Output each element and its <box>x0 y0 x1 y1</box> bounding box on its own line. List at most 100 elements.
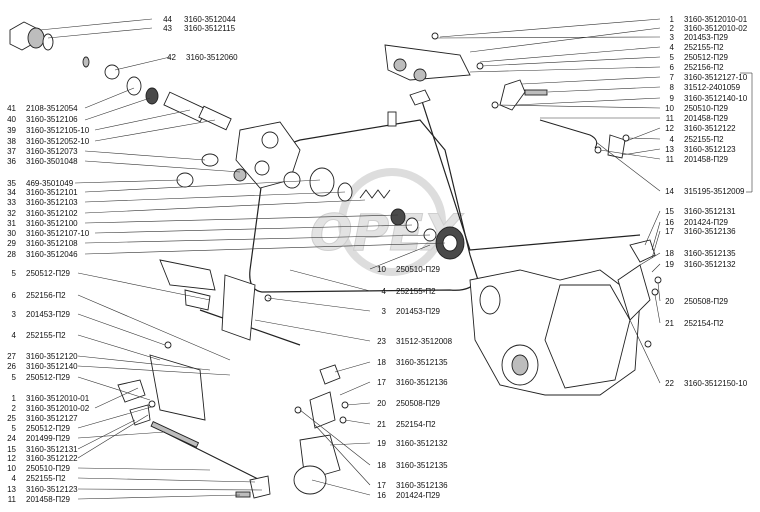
svg-text:252156-П2: 252156-П2 <box>684 63 724 72</box>
part-axle-housing <box>469 269 641 396</box>
callout-43: 43 3160-3512115 <box>163 24 235 33</box>
svg-text:3160-3512132: 3160-3512132 <box>684 260 736 269</box>
svg-text:10: 10 <box>377 265 386 274</box>
svg-text:7: 7 <box>670 73 675 82</box>
callout-33-num: 33 <box>7 198 16 207</box>
callout-28-num: 28 <box>7 250 16 259</box>
svg-text:18: 18 <box>377 358 386 367</box>
svg-text:3160-3512140-10: 3160-3512140-10 <box>684 94 748 103</box>
callout-36-code: 3160-3501048 <box>26 157 78 166</box>
svg-text:4: 4 <box>12 474 17 483</box>
svg-text:18: 18 <box>665 249 674 258</box>
svg-text:23: 23 <box>377 337 386 346</box>
callout-35-code: 469-3501049 <box>26 179 74 188</box>
svg-text:252155-П2: 252155-П2 <box>26 331 66 340</box>
seal-31 <box>390 208 406 226</box>
svg-text:252155-П2: 252155-П2 <box>684 43 724 52</box>
svg-text:5: 5 <box>12 269 17 278</box>
svg-text:201458-П29: 201458-П29 <box>684 114 729 123</box>
svg-text:1: 1 <box>12 394 17 403</box>
callout-28-code: 3160-3512046 <box>26 250 78 259</box>
svg-text:11: 11 <box>666 114 675 123</box>
callout-35-num: 35 <box>7 179 16 188</box>
svg-text:15: 15 <box>665 207 674 216</box>
callout-42: 42 3160-3512060 <box>167 53 238 62</box>
spring-16 <box>293 465 327 495</box>
nut-36 <box>233 168 247 182</box>
svg-text:5: 5 <box>670 53 675 62</box>
callouts-top-right: 1 3160-3512010-01 2 3160-3512010-02 3 20… <box>665 15 753 196</box>
washer-small <box>82 56 90 68</box>
svg-text:16: 16 <box>665 218 674 227</box>
svg-text:10: 10 <box>665 104 674 113</box>
part-cap-nut <box>9 21 54 51</box>
svg-text:10: 10 <box>7 464 16 473</box>
svg-text:250508-П29: 250508-П29 <box>396 399 441 408</box>
svg-text:3160-3512123: 3160-3512123 <box>26 485 78 494</box>
svg-text:201453-П29: 201453-П29 <box>396 307 441 316</box>
link-15 <box>629 239 656 263</box>
callout-30-num: 30 <box>7 229 16 238</box>
axle-cover <box>544 284 631 389</box>
spring-32 <box>359 189 391 199</box>
svg-text:3160-3512010-02: 3160-3512010-02 <box>684 24 748 33</box>
svg-text:31512-2401059: 31512-2401059 <box>684 83 741 92</box>
svg-text:3160-3512150-10: 3160-3512150-10 <box>684 379 748 388</box>
svg-text:22: 22 <box>665 379 674 388</box>
svg-text:11: 11 <box>8 495 17 504</box>
svg-text:201424-П29: 201424-П29 <box>684 218 729 227</box>
svg-text:13: 13 <box>7 485 16 494</box>
svg-text:20: 20 <box>665 297 674 306</box>
bracket-bolt-2 <box>413 68 427 82</box>
callout-38-code: 3160-3512052-10 <box>26 137 90 146</box>
svg-text:3160-3512135: 3160-3512135 <box>684 249 736 258</box>
part-bracket-top-right <box>384 32 484 127</box>
callout-31-code: 3160-3512100 <box>26 219 78 228</box>
bolt-11-left <box>235 491 251 498</box>
svg-text:3160-3512010-02: 3160-3512010-02 <box>26 404 90 413</box>
svg-text:252155-П2: 252155-П2 <box>396 287 436 296</box>
svg-text:9: 9 <box>670 94 675 103</box>
svg-text:19: 19 <box>377 439 386 448</box>
svg-text:250510-П29: 250510-П29 <box>26 464 71 473</box>
svg-text:3160-3512136: 3160-3512136 <box>396 378 448 387</box>
svg-text:27: 27 <box>7 352 16 361</box>
pin-vertical <box>387 111 397 127</box>
svg-text:3160-3512122: 3160-3512122 <box>26 454 78 463</box>
body-port-1 <box>261 131 279 149</box>
callout-36-num: 36 <box>7 157 16 166</box>
svg-text:3160-3512127: 3160-3512127 <box>26 414 78 423</box>
part-washers-top <box>82 56 159 105</box>
bolt-8 <box>524 89 548 96</box>
nut-21 <box>651 288 659 296</box>
seal-40 <box>145 87 159 105</box>
part-springs <box>176 153 465 260</box>
svg-text:3160-3512010-01: 3160-3512010-01 <box>26 394 90 403</box>
svg-text:6: 6 <box>670 63 675 72</box>
link-18 <box>319 364 341 385</box>
svg-text:6: 6 <box>12 291 17 300</box>
svg-text:3160-3512136: 3160-3512136 <box>684 227 736 236</box>
svg-text:24: 24 <box>7 434 16 443</box>
svg-text:17: 17 <box>377 378 386 387</box>
svg-text:26: 26 <box>7 362 16 371</box>
svg-text:201453-П29: 201453-П29 <box>684 33 729 42</box>
svg-text:3160-3512010-01: 3160-3512010-01 <box>684 15 748 24</box>
svg-text:11: 11 <box>666 155 675 164</box>
svg-text:3160-3512122: 3160-3512122 <box>684 124 736 133</box>
part-center-linkage <box>293 364 349 495</box>
svg-text:252156-П2: 252156-П2 <box>26 291 66 300</box>
callout-40-num: 40 <box>7 115 16 124</box>
svg-text:2: 2 <box>12 404 17 413</box>
svg-text:19: 19 <box>665 260 674 269</box>
callout-39-code: 3160-3512105-10 <box>26 126 90 135</box>
svg-text:3160-3512131: 3160-3512131 <box>684 207 736 216</box>
bolt-22 <box>644 340 652 348</box>
svg-text:20: 20 <box>377 399 386 408</box>
link-13 <box>249 475 271 499</box>
svg-text:4: 4 <box>670 135 675 144</box>
svg-text:44: 44 <box>163 15 172 24</box>
rod-24 <box>150 421 200 448</box>
svg-text:2: 2 <box>670 24 675 33</box>
